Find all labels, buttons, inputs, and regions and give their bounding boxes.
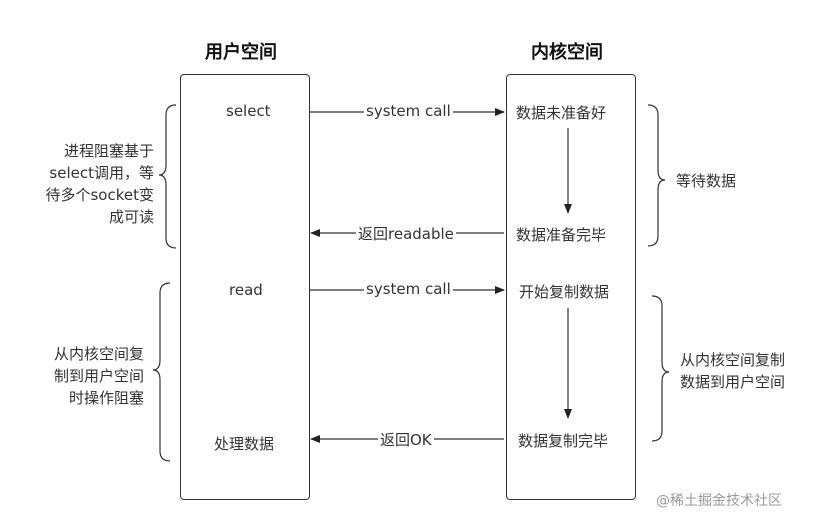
label-system-call-2: system call bbox=[364, 280, 453, 298]
note-line: select调用，等 bbox=[49, 164, 154, 182]
kernel-space-lane bbox=[506, 74, 636, 500]
kernel-copy-done-label: 数据复制完毕 bbox=[518, 432, 609, 450]
note-blocked-copy: 从内核空间复 制到用户空间 时操作阻塞 bbox=[20, 343, 144, 409]
kernel-ready-label: 数据准备完毕 bbox=[516, 226, 607, 244]
note-line: 进程阻塞基于 bbox=[63, 142, 154, 160]
right-brace-wait bbox=[647, 104, 666, 247]
label-system-call-1: system call bbox=[364, 102, 453, 120]
note-blocked-select: 进程阻塞基于 select调用，等 待多个socket变 成可读 bbox=[20, 140, 154, 228]
user-select-label: select bbox=[226, 102, 271, 120]
user-space-lane bbox=[180, 74, 310, 500]
note-copy-data: 从内核空间复制 数据到用户空间 bbox=[680, 349, 785, 393]
note-line: 制到用户空间 bbox=[53, 367, 144, 385]
note-wait-data: 等待数据 bbox=[676, 172, 737, 190]
right-brace-copy bbox=[651, 295, 670, 442]
user-read-label: read bbox=[229, 281, 263, 299]
note-line: 从内核空间复 bbox=[53, 345, 144, 363]
left-brace-copy bbox=[152, 282, 171, 462]
kernel-space-title: 内核空间 bbox=[531, 42, 603, 63]
note-line: 待多个socket变 bbox=[45, 186, 154, 204]
user-space-title: 用户空间 bbox=[205, 42, 277, 63]
note-line: 数据到用户空间 bbox=[680, 373, 786, 391]
watermark: @稀土掘金技术社区 bbox=[656, 493, 782, 509]
kernel-start-copy-label: 开始复制数据 bbox=[519, 283, 610, 301]
note-line: 时操作阻塞 bbox=[68, 389, 144, 407]
kernel-not-ready-label: 数据未准备好 bbox=[516, 104, 607, 122]
note-line: 成可读 bbox=[108, 208, 154, 226]
label-return-ok: 返回OK bbox=[378, 429, 434, 450]
label-return-readable: 返回readable bbox=[356, 223, 456, 244]
left-brace-select bbox=[158, 104, 177, 249]
note-line: 从内核空间复制 bbox=[680, 351, 786, 369]
user-process-label: 处理数据 bbox=[214, 435, 275, 453]
